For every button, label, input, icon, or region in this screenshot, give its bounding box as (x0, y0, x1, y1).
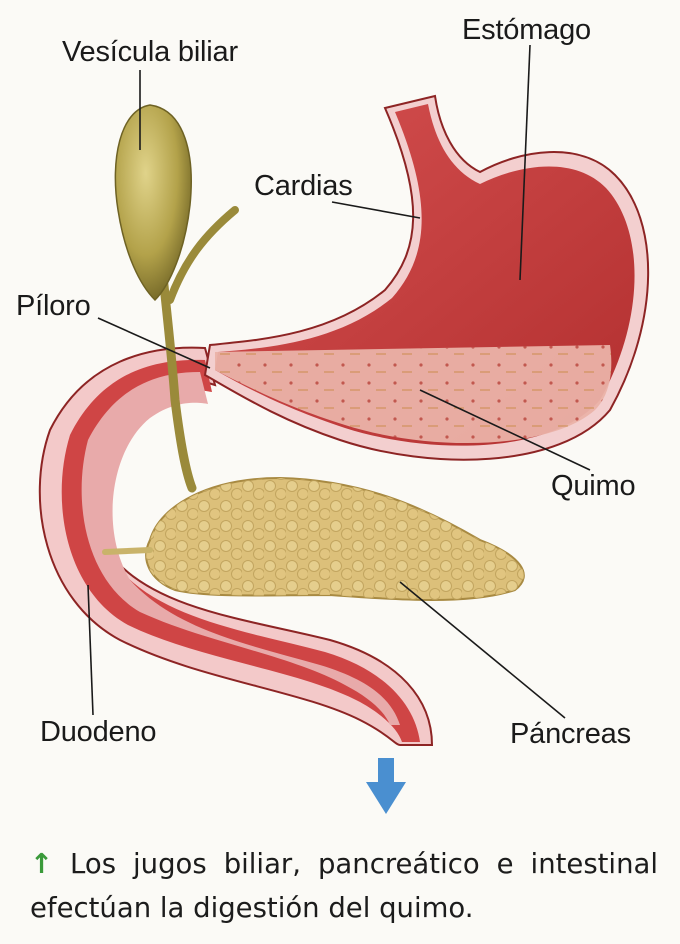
caption: ↑ Los jugos biliar, pancreático e intest… (30, 842, 658, 930)
label-pancreas: Páncreas (510, 718, 631, 750)
duodenum-lumen (81, 372, 401, 725)
label-cardias: Cardias (254, 170, 353, 202)
label-vesicula-biliar: Vesícula biliar (62, 36, 238, 68)
label-piloro: Píloro (16, 290, 91, 322)
caption-text: Los jugos biliar, pancreático e intestin… (30, 848, 658, 924)
up-arrow-icon: ↑ (30, 848, 54, 880)
label-estomago: Estómago (462, 14, 591, 46)
hepatic-duct (166, 206, 239, 304)
label-quimo: Quimo (551, 470, 636, 502)
leader-lines (87, 44, 591, 719)
down-arrow-icon (366, 758, 406, 814)
gallbladder (114, 104, 192, 302)
label-duodeno: Duodeno (40, 716, 157, 748)
pancreatic-duct (102, 547, 153, 555)
